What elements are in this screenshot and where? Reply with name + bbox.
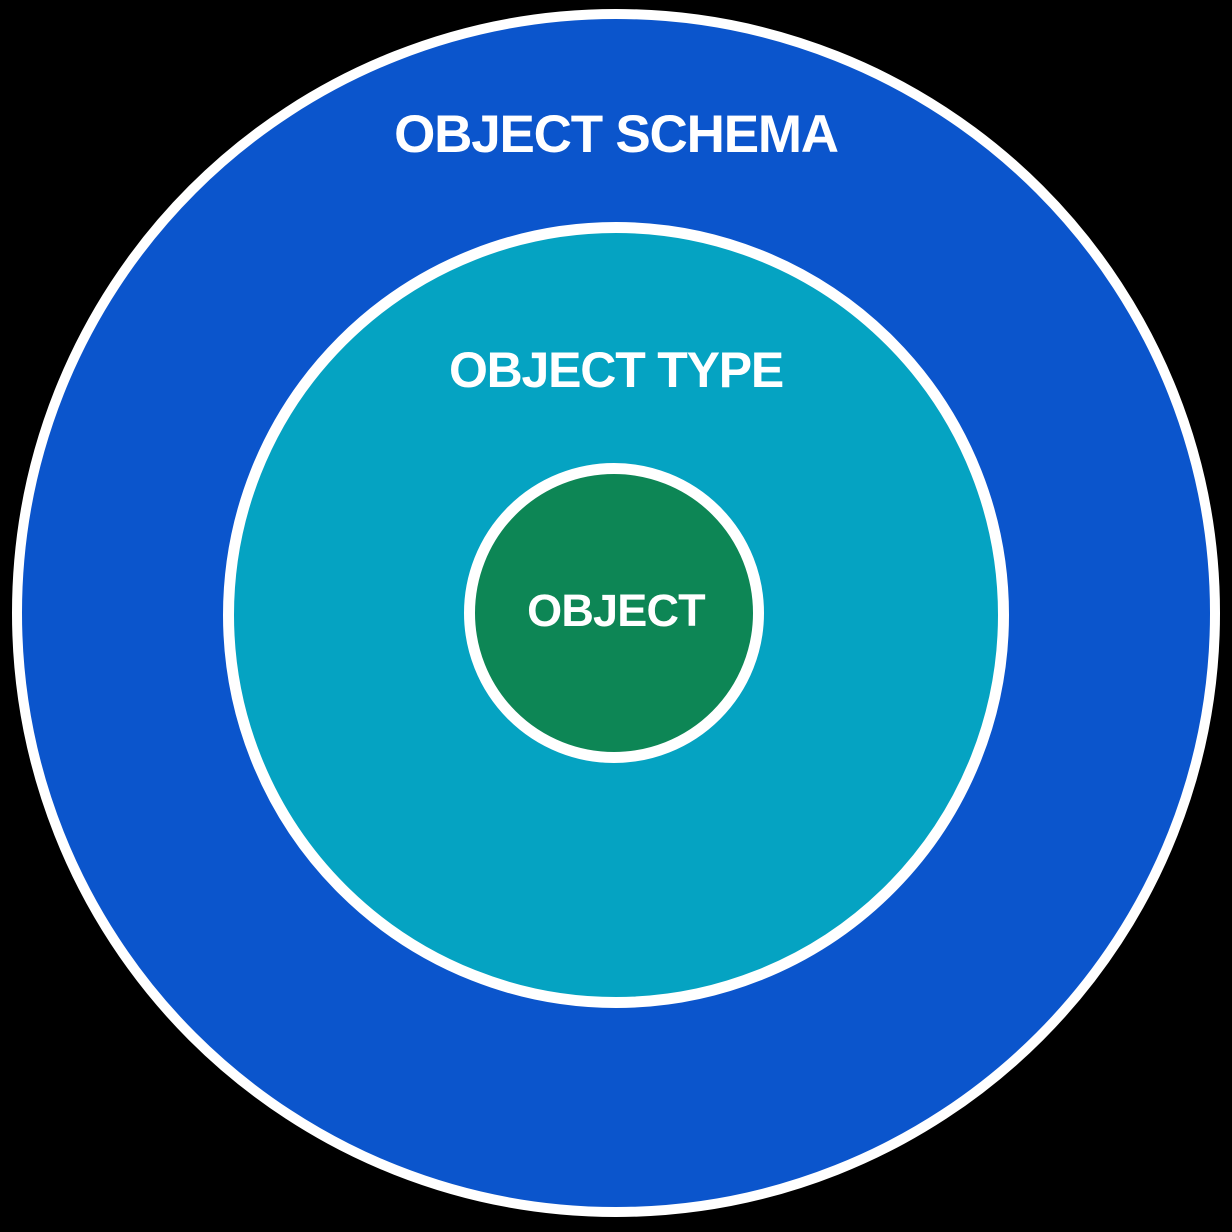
object-circle <box>464 463 764 763</box>
object-label: OBJECT <box>527 585 706 636</box>
object-schema-label: OBJECT SCHEMA <box>394 105 839 164</box>
object-type-label: OBJECT TYPE <box>448 342 784 398</box>
